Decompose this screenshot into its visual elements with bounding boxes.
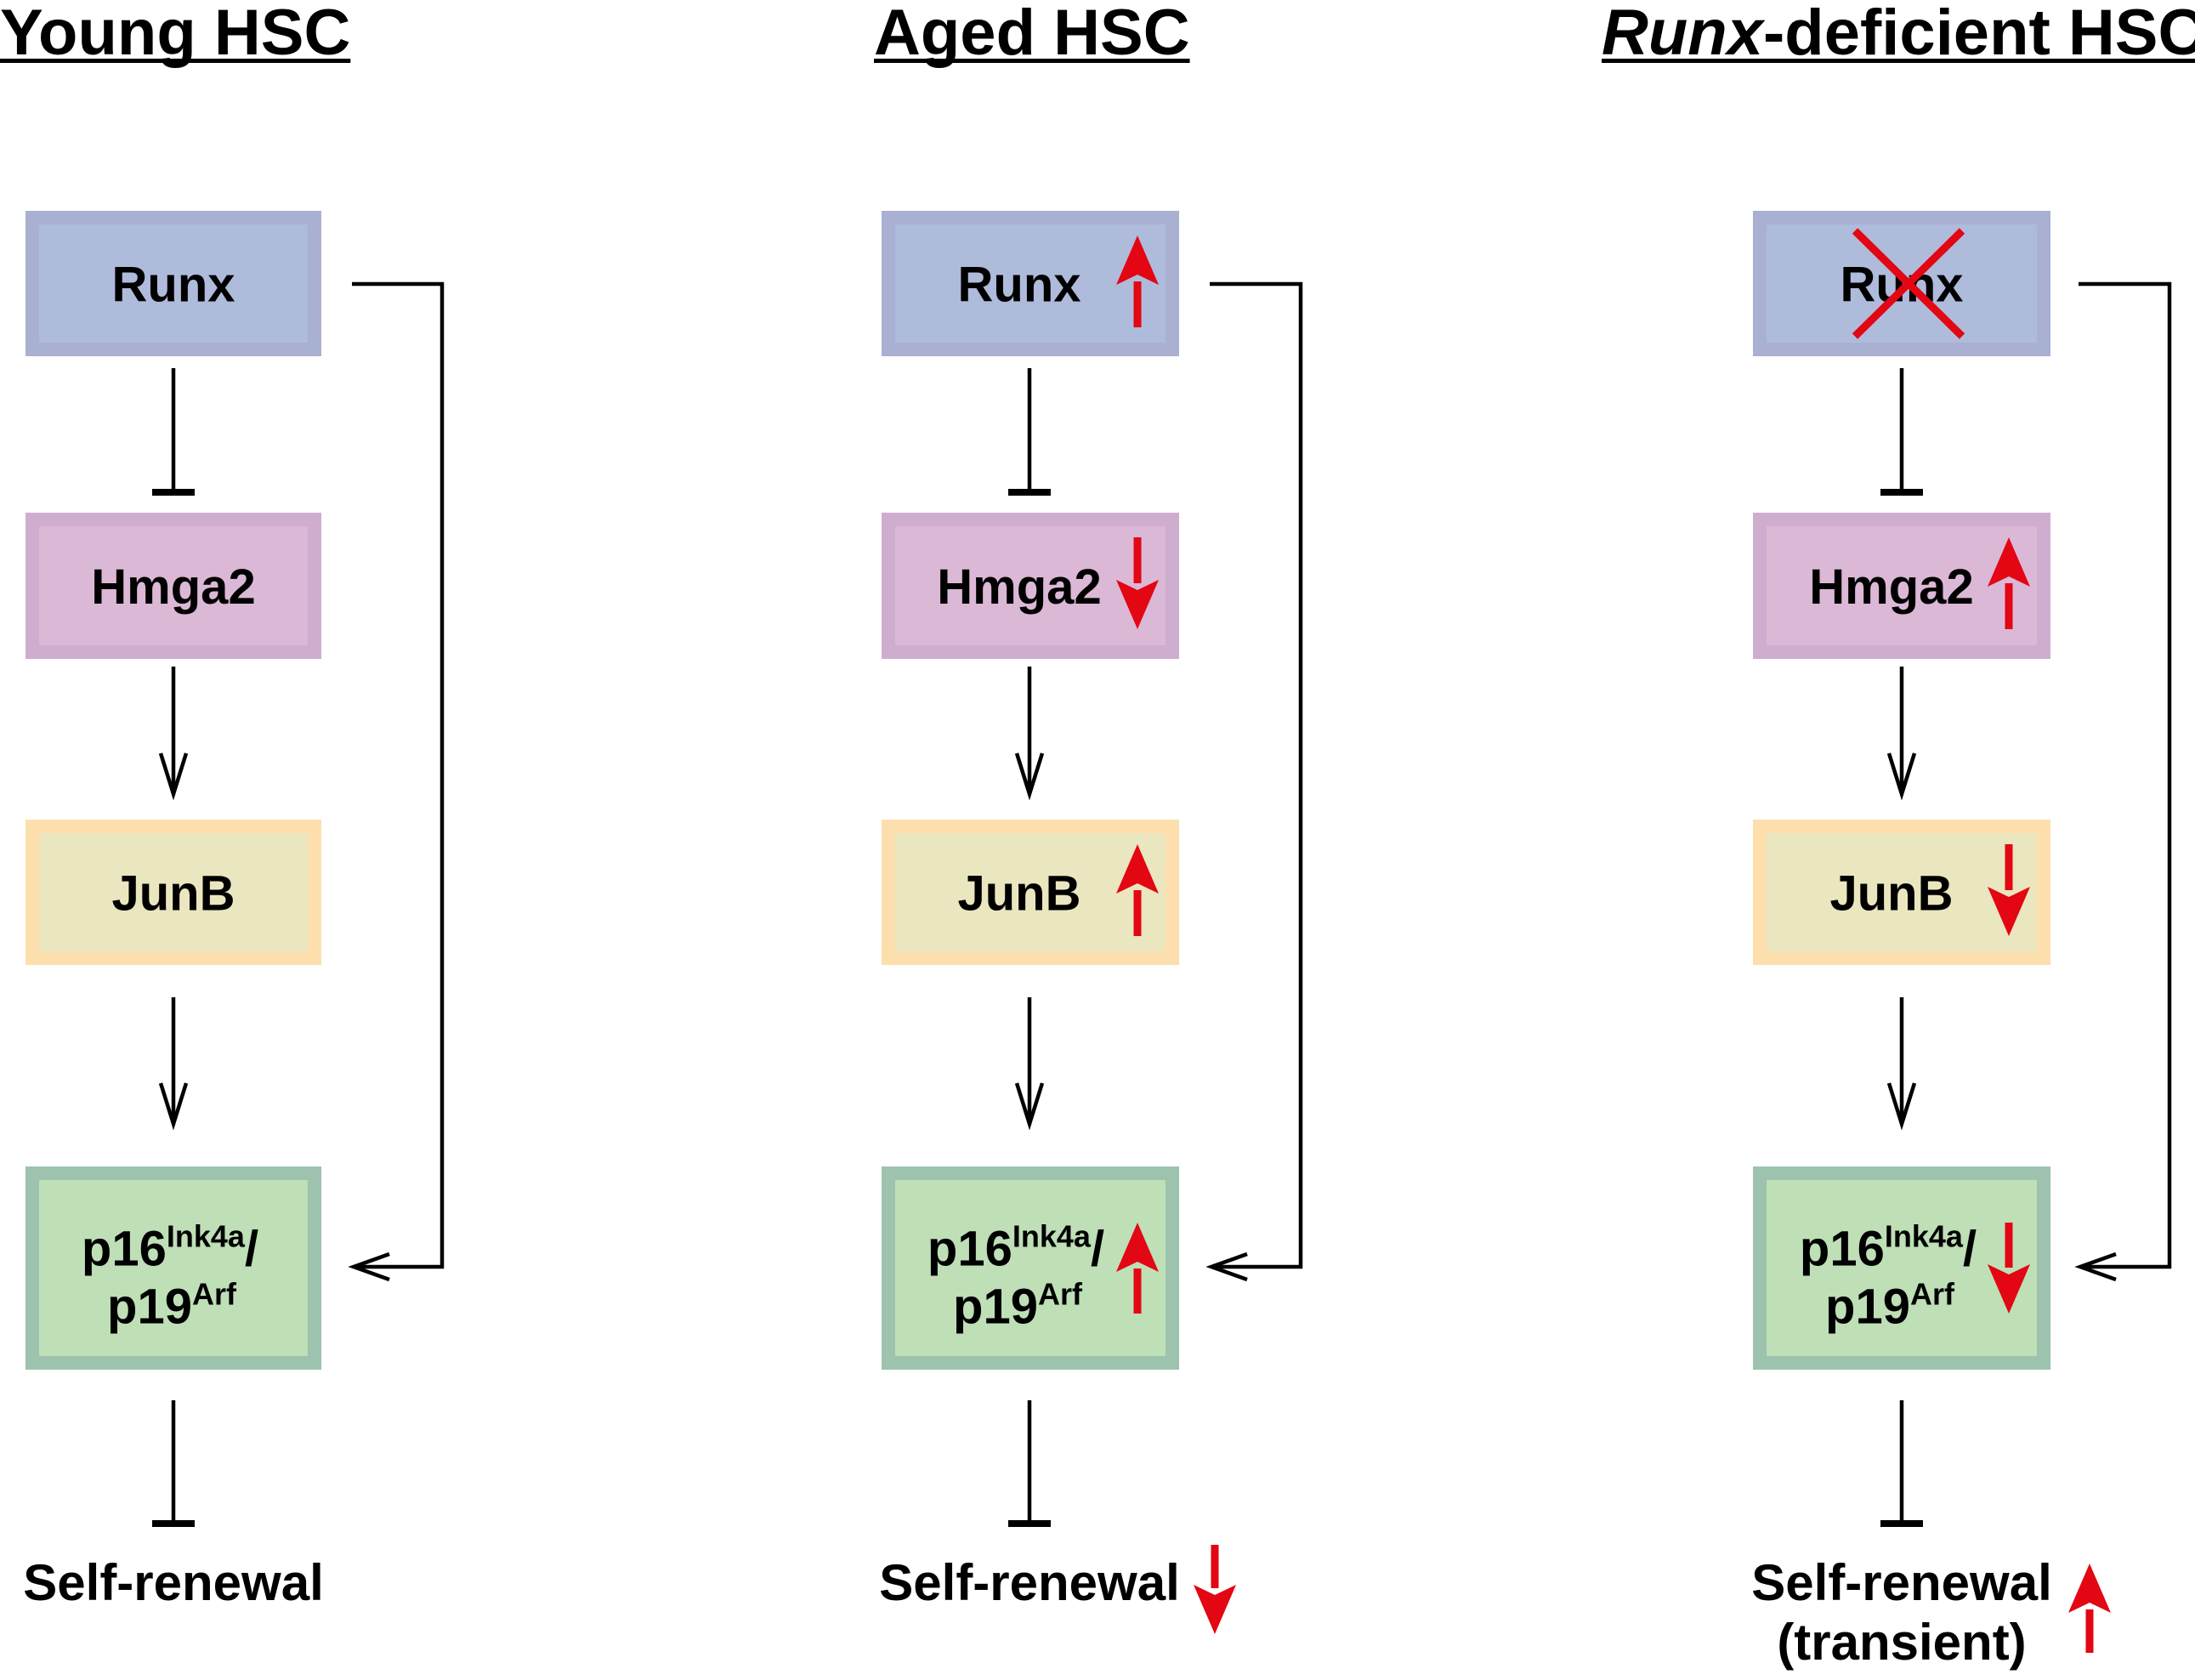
panel-title: Runx-deficient HSC xyxy=(1602,0,2195,69)
node-fill xyxy=(39,526,308,645)
node-fill xyxy=(895,833,1166,951)
node-runx: Runx xyxy=(1753,211,2050,356)
node-label-line2: p19Arf xyxy=(1825,1277,1955,1335)
node-label-junb: JunB xyxy=(958,866,1081,922)
red-down-arrow-icon xyxy=(1988,1223,2030,1314)
red-up-arrow-icon xyxy=(1116,844,1159,936)
deletion-cross-icon xyxy=(1852,228,1965,339)
title-underline xyxy=(874,59,1190,63)
node-fill xyxy=(1767,526,2037,645)
node-label-hmga2: Hmga2 xyxy=(91,559,255,615)
activation-hmga2-to-junb xyxy=(158,667,189,801)
node-label-hmga2: Hmga2 xyxy=(1809,559,1973,615)
node-label-line2: p19Arf xyxy=(953,1277,1083,1335)
node-hmga2: Hmga2 xyxy=(1753,513,2050,659)
outcome-self-renewal: Self-renewal xyxy=(879,1545,1236,1634)
title-plain: -deficient HSC xyxy=(1763,0,2195,69)
red-up-arrow-icon xyxy=(1116,1223,1159,1314)
panel-title: Aged HSC xyxy=(874,0,1190,69)
node-label-runx: Runx xyxy=(1841,258,1964,313)
node-label-hmga2: Hmga2 xyxy=(937,559,1101,615)
node-junb: JunB xyxy=(882,820,1179,965)
red-up-arrow-icon xyxy=(1988,537,2030,629)
inhibition-runx-to-hmga2 xyxy=(1008,368,1051,496)
outcome-label: Self-renewal xyxy=(23,1554,323,1611)
panel-title-text: Young HSC xyxy=(0,0,350,69)
activation-junb-to-p16 xyxy=(158,997,189,1131)
node-runx: Runx xyxy=(882,211,1179,356)
node-label-line1: p16Ink4a/ xyxy=(82,1219,258,1277)
red-down-arrow-icon xyxy=(1194,1545,1236,1634)
activation-runx-to-p16-feedback xyxy=(348,281,445,1282)
panel-title-text: Runx-deficient HSC xyxy=(1602,0,2195,69)
node-p16: p16Ink4a/p19Arf xyxy=(882,1166,1179,1370)
node-junb: JunB xyxy=(1753,820,2050,965)
red-down-arrow-icon xyxy=(1116,537,1159,629)
node-fill xyxy=(1767,224,2037,343)
node-label-line2: p19Arf xyxy=(107,1277,237,1335)
title-italic-gene: Runx xyxy=(1602,0,1766,69)
node-fill xyxy=(895,224,1166,343)
red-down-arrow-icon xyxy=(1988,844,2030,936)
outcome-self-renewal: Self-renewal xyxy=(23,1554,323,1611)
node-label-junb: JunB xyxy=(112,866,235,922)
activation-runx-to-p16-feedback xyxy=(2074,281,2172,1282)
red-up-arrow-icon xyxy=(2068,1564,2111,1653)
inhibition-p16-to-self-renewal xyxy=(1880,1400,1923,1527)
panel-title-text: Aged HSC xyxy=(874,0,1190,69)
outcome-label: Self-renewal xyxy=(1751,1554,2051,1611)
activation-hmga2-to-junb xyxy=(1014,667,1045,801)
title-underline xyxy=(1602,59,2195,63)
node-hmga2: Hmga2 xyxy=(26,513,321,659)
node-label-line1: p16Ink4a/ xyxy=(927,1219,1104,1277)
outcome-sublabel: (transient) xyxy=(1777,1614,2026,1671)
activation-junb-to-p16 xyxy=(1014,997,1045,1131)
title-plain: Aged HSC xyxy=(874,0,1190,69)
node-junb: JunB xyxy=(26,820,321,965)
activation-junb-to-p16 xyxy=(1886,997,1917,1131)
title-underline xyxy=(0,59,351,63)
node-label-line1: p16Ink4a/ xyxy=(1800,1219,1977,1277)
node-p16: p16Ink4a/p19Arf xyxy=(1753,1166,2050,1370)
inhibition-runx-to-hmga2 xyxy=(152,368,195,496)
inhibition-p16-to-self-renewal xyxy=(1008,1400,1051,1527)
node-p16: p16Ink4a/p19Arf xyxy=(26,1166,321,1370)
title-plain: Young HSC xyxy=(0,0,350,69)
node-fill xyxy=(39,1180,308,1356)
node-hmga2: Hmga2 xyxy=(882,513,1179,659)
outcome-self-renewal: Self-renewal(transient) xyxy=(1751,1554,2111,1671)
panel-runx-deficient: Runx-deficient HSCRunxHmga2JunBp16Ink4a/… xyxy=(1602,0,2195,1671)
outcome-label: Self-renewal xyxy=(879,1554,1179,1611)
node-runx: Runx xyxy=(26,211,321,356)
node-fill xyxy=(39,833,308,951)
node-fill xyxy=(39,224,308,343)
node-label-runx: Runx xyxy=(958,258,1081,313)
inhibition-p16-to-self-renewal xyxy=(152,1400,195,1527)
red-up-arrow-icon xyxy=(1116,236,1159,327)
inhibition-runx-to-hmga2 xyxy=(1880,368,1923,496)
node-label-runx: Runx xyxy=(112,258,235,313)
activation-runx-to-p16-feedback xyxy=(1205,281,1303,1282)
node-label-junb: JunB xyxy=(1830,866,1954,922)
activation-hmga2-to-junb xyxy=(1886,667,1917,801)
panel-title: Young HSC xyxy=(0,0,351,69)
